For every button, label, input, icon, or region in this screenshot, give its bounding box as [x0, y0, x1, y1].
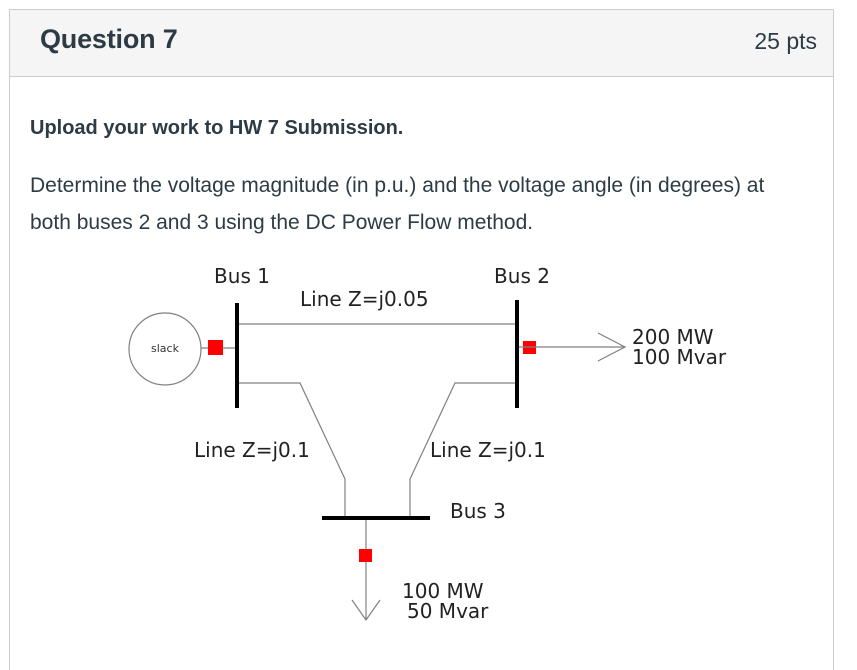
question-title: Question 7 — [40, 24, 178, 54]
bus3-load-arrow — [351, 599, 381, 622]
bus1-breaker — [208, 340, 223, 355]
question-prompt: Determine the voltage magnitude (in p.u.… — [30, 174, 765, 234]
question-header: Question 7 25 pts — [10, 10, 833, 77]
bus3-breaker — [359, 549, 372, 562]
load2-p: 200 MW — [632, 325, 714, 349]
line13-label: Line Z=j0.1 — [194, 438, 310, 462]
line23 — [409, 382, 515, 517]
upload-instruction: Upload your work to HW 7 Submission. — [30, 117, 404, 139]
question-points: 25 pts — [754, 28, 817, 54]
load3-p: 100 MW — [402, 579, 484, 603]
slack-label: slack — [151, 342, 180, 355]
bus3-label: Bus 3 — [450, 499, 506, 523]
line13 — [239, 382, 346, 517]
line23-label: Line Z=j0.1 — [430, 438, 546, 462]
bus1-label: Bus 1 — [214, 264, 270, 288]
power-system-diagram: slack Bus 1 Bus 2 200 MW 100 Mvar Line Z… — [128, 264, 727, 623]
slack-generator — [128, 312, 202, 386]
bus2-label: Bus 2 — [494, 264, 550, 288]
load2-q: 100 Mvar — [632, 345, 727, 369]
load3-q: 50 Mvar — [407, 599, 489, 623]
line12-label: Line Z=j0.05 — [300, 287, 429, 311]
bus2-load-arrow — [597, 332, 627, 362]
